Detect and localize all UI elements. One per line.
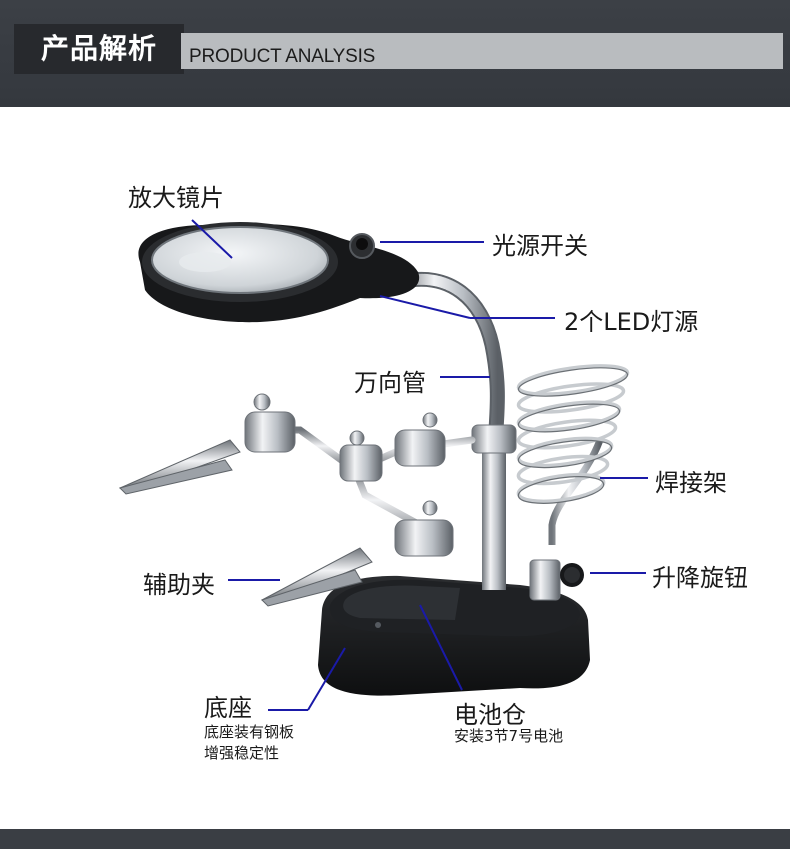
gooseneck-tube xyxy=(392,271,505,438)
adjust-knob xyxy=(560,563,584,587)
base-body xyxy=(318,575,590,696)
label-battery: 电池仓 xyxy=(454,701,526,729)
section-subtitle-bar: PRODUCT ANALYSIS xyxy=(181,33,783,69)
solder-stand xyxy=(516,364,630,545)
label-base-note-1: 底座装有钢板 xyxy=(204,723,295,741)
footer-bar xyxy=(0,829,790,849)
main-post xyxy=(471,424,561,601)
label-light-switch: 光源开关 xyxy=(492,232,588,260)
label-led: 2个LED灯源 xyxy=(564,308,699,336)
callout-lines xyxy=(191,219,648,711)
section-title: 产品解析 xyxy=(14,24,184,74)
label-battery-note: 安装3节7号电池 xyxy=(454,727,564,745)
label-knob: 升降旋钮 xyxy=(652,564,748,592)
label-base-note-2: 增强稳定性 xyxy=(204,744,280,762)
label-magnifier: 放大镜片 xyxy=(128,184,224,212)
label-clip: 辅助夹 xyxy=(143,571,215,599)
helping-hand-arms xyxy=(244,393,476,557)
magnifier-head xyxy=(138,222,420,323)
section-subtitle: PRODUCT ANALYSIS xyxy=(189,46,376,67)
label-solder-stand: 焊接架 xyxy=(655,469,727,497)
alligator-clips xyxy=(118,439,373,607)
label-gooseneck: 万向管 xyxy=(354,369,426,397)
label-base: 底座 xyxy=(204,694,252,722)
header-banner: 产品解析 PRODUCT ANALYSIS xyxy=(0,0,790,107)
